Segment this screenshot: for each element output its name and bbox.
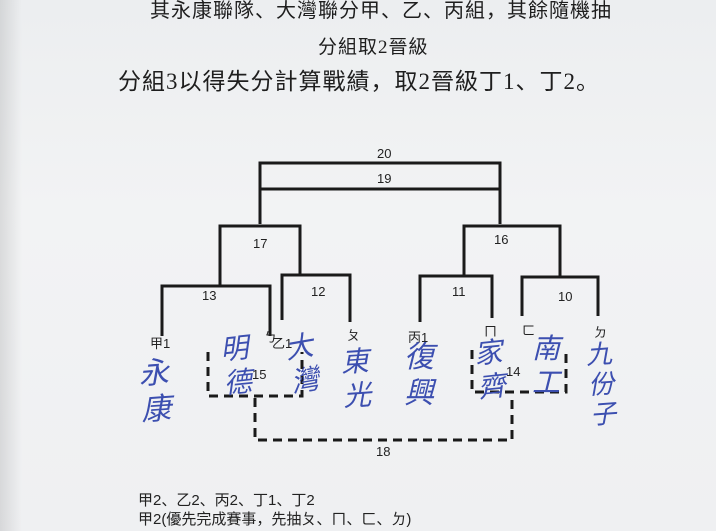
slot-label: ㄇ bbox=[484, 324, 498, 339]
match-number-12: 12 bbox=[311, 284, 326, 299]
match-number-19: 19 bbox=[377, 171, 392, 186]
match-number-17: 17 bbox=[253, 236, 268, 251]
match-number-11: 11 bbox=[452, 284, 466, 299]
bracket-line-18 bbox=[253, 394, 514, 442]
bracket-line-14 bbox=[470, 350, 568, 394]
match-number-15: 15 bbox=[252, 367, 267, 382]
bracket-line-16 bbox=[462, 224, 562, 277]
match-number-13: 13 bbox=[202, 288, 217, 303]
handwritten-team-name: 東光 bbox=[339, 344, 373, 414]
match-number-16: 16 bbox=[494, 232, 509, 247]
bracket-line-11 bbox=[418, 274, 494, 322]
page-shadow bbox=[0, 0, 22, 531]
slot-label: ㄆ bbox=[347, 328, 361, 343]
bracket-line-20 bbox=[258, 161, 502, 224]
bracket-line-17 bbox=[218, 224, 302, 285]
bracket-line-10 bbox=[520, 275, 600, 316]
slot-label: 甲1 bbox=[150, 336, 171, 351]
slot-label: ㄈ bbox=[522, 323, 536, 338]
slot-label: ㄅ bbox=[264, 330, 278, 345]
handwritten-team-name: 永康 bbox=[137, 355, 173, 429]
slot-label: 丙1 bbox=[408, 330, 429, 345]
slot-label: ㄉ bbox=[594, 325, 608, 340]
match-number-14: 14 bbox=[506, 364, 521, 379]
match-number-18: 18 bbox=[376, 444, 391, 459]
bracket-line-15 bbox=[206, 352, 304, 398]
footer-line-2: 甲2(優先完成賽事，先抽ㄆ、ㄇ、ㄈ、ㄉ) bbox=[138, 511, 412, 528]
handwritten-team-name: 九份子 bbox=[584, 339, 618, 432]
header-line-2: 分組取2晉級 bbox=[318, 37, 429, 58]
handwritten-team-name: 南工 bbox=[532, 332, 561, 399]
match-number-10: 10 bbox=[558, 289, 573, 304]
header-line-3: 分組3以得失分計算戰績，取2晉級丁1、丁2。 bbox=[118, 69, 600, 94]
bracket-line-12 bbox=[280, 273, 352, 322]
handwritten-team-name: 復興 bbox=[404, 340, 434, 411]
bracket-line-13 bbox=[160, 284, 272, 336]
footer-line-1: 甲2、乙2、丙2、丁1、丁2 bbox=[138, 492, 315, 509]
header-line-1: 其永康聯隊、大灣聯分甲、乙、丙組，其餘隨機抽 bbox=[150, 0, 612, 22]
match-number-20: 20 bbox=[377, 146, 392, 161]
slot-label: 乙1 bbox=[272, 336, 293, 351]
